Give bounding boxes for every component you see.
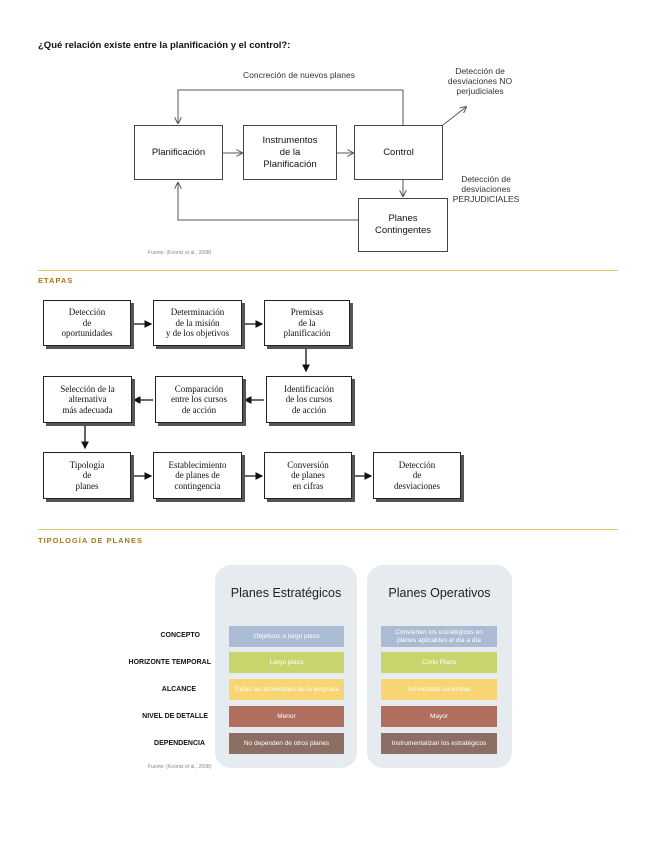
cell-operativos-2: Corto Plazo	[381, 652, 497, 673]
column-title-estrategicos: Planes Estratégicos	[230, 586, 342, 600]
etapa-box-9: Conversión de planes en cifras	[264, 452, 352, 499]
cell-operativos-5: Instrumentalizan los estratégicos	[381, 733, 497, 754]
note-perjudiciales: Detección de desviaciones PERJUDICIALES	[452, 174, 520, 204]
etapa-box-5: Comparación entre los cursos de acción	[155, 376, 243, 423]
feedback-loop-top-arrow	[178, 89, 404, 125]
row-label-nivel-detalle: NIVEL DE DETALLE	[142, 713, 208, 720]
etapa-box-10: Detección de desviaciones	[373, 452, 461, 499]
section-title-tipologia: TIPOLOGÍA DE PLANES	[38, 536, 143, 545]
arrow-no-perjudiciales	[442, 107, 466, 126]
row-label-horizonte: HORIZONTE TEMPORAL	[128, 659, 211, 666]
cell-estrategicos-2: Largo plazo	[229, 652, 344, 673]
caption-diagram1: Fuente: (Koontz et al., 2008)	[148, 250, 212, 256]
cell-estrategicos-3: Todas las actividades de la empresa	[229, 679, 344, 700]
note-concrecion: Concreción de nuevos planes	[243, 70, 355, 80]
divider-etapas	[38, 270, 618, 271]
column-title-operativos: Planes Operativos	[388, 586, 491, 600]
cell-estrategicos-1: Objetivos a largo plazo	[229, 626, 344, 647]
cell-operativos-3: Actividades concretas	[381, 679, 497, 700]
cell-estrategicos-5: No dependen de otros planes	[229, 733, 344, 754]
etapa-box-1: Detección de oportunidades	[43, 300, 131, 346]
row-label-dependencia: DEPENDENCIA	[154, 740, 205, 747]
etapas-connectors	[81, 320, 373, 480]
box-planificacion: Planificación	[134, 125, 223, 180]
feedback-loop-bottom-arrow	[178, 183, 358, 221]
row-label-concepto: CONCEPTO	[160, 632, 200, 639]
page-question: ¿Qué relación existe entre la planificac…	[38, 40, 291, 51]
etapa-box-8: Establecimiento de planes de contingenci…	[153, 452, 242, 499]
note-no-perjudiciales: Detección de desviaciones NO perjudicial…	[447, 66, 513, 96]
caption-tipologia: Fuente: (Koontz et al., 2008)	[148, 764, 212, 770]
planning-control-connectors	[0, 89, 655, 221]
row-label-alcance: ALCANCE	[161, 686, 196, 693]
box-control: Control	[354, 125, 443, 180]
cell-operativos-4: Mayor	[381, 706, 497, 727]
etapa-box-2: Determinación de la misión y de los obje…	[153, 300, 242, 346]
etapa-box-4: Identificación de los cursos de acción	[266, 376, 352, 423]
section-title-etapas: ETAPAS	[38, 276, 74, 285]
divider-tipologia	[38, 529, 618, 530]
cell-operativos-1: Convierten los estratégicos en planes ap…	[381, 626, 497, 647]
box-instrumentos: Instrumentos de la Planificación	[243, 125, 337, 180]
etapa-box-7: Tipología de planes	[43, 452, 131, 499]
cell-estrategicos-4: Menor	[229, 706, 344, 727]
etapa-box-6: Selección de la alternativa más adecuada	[43, 376, 132, 423]
box-planes-contingentes: Planes Contingentes	[358, 198, 448, 252]
etapa-box-3: Premisas de la planificación	[264, 300, 350, 346]
